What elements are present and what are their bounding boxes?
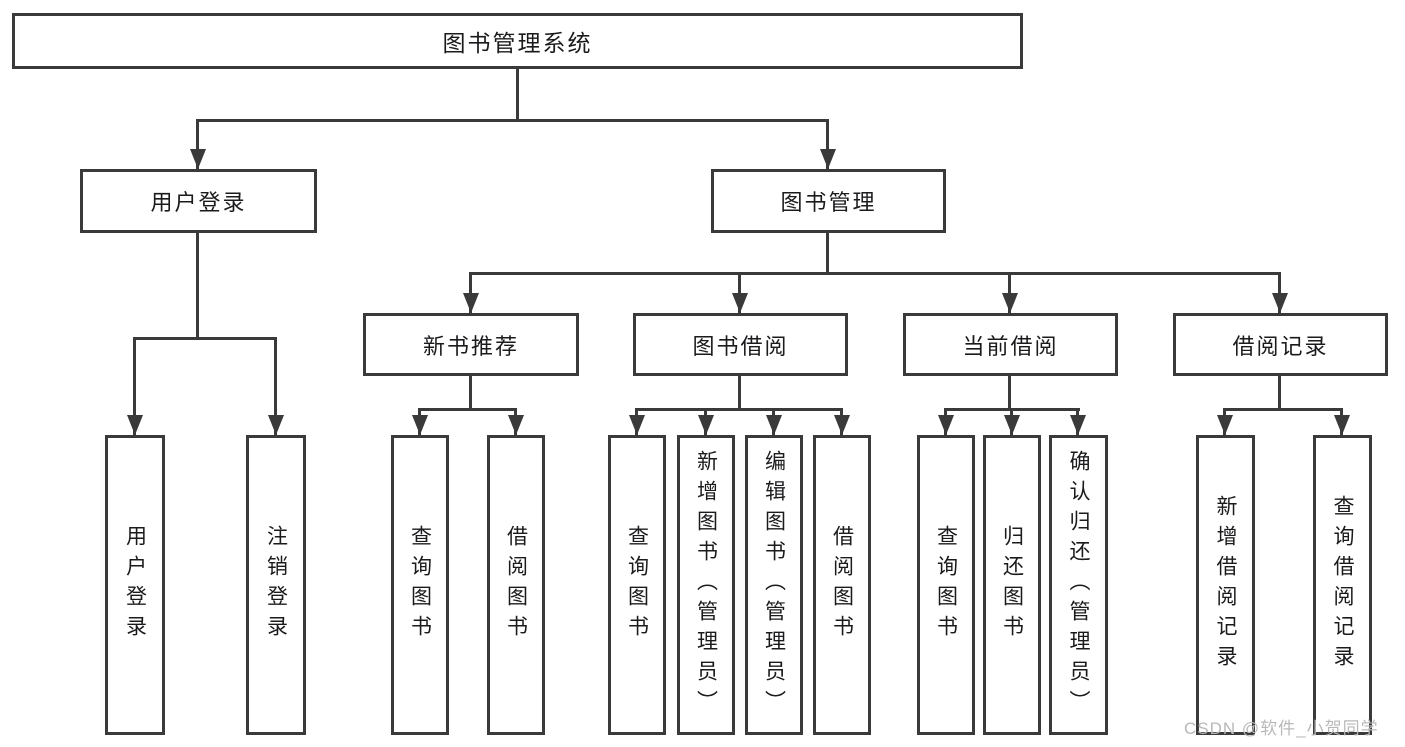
connector-root-hline xyxy=(196,119,829,122)
node-root: 图书管理系统 xyxy=(12,13,1023,69)
connector-to-current-borrow-arrow xyxy=(1002,293,1018,313)
connector-to-leaf-user-login xyxy=(133,337,136,435)
node-book-borrow: 图书借阅 xyxy=(633,313,848,376)
leaf-cb-query-book: 查询图书 xyxy=(917,435,975,735)
connector-to-leaf-logout-arrow xyxy=(268,415,284,435)
watermark: CSDN @软件_小贺同学 xyxy=(1184,719,1379,738)
connector-to-book-borrow xyxy=(738,272,741,313)
connector-root-to-book-management-arrow xyxy=(820,149,836,169)
connector-to-leaf-logout xyxy=(274,337,277,435)
leaf-bb-query-book: 查询图书 xyxy=(608,435,666,735)
connector-borrow-records-hline xyxy=(1223,408,1343,411)
leaf-bb-edit-book-admin: 编辑图书（管理员） xyxy=(745,435,803,735)
connector-bb-borrow-arrow xyxy=(834,415,850,435)
connector-user-login-hline xyxy=(133,337,277,340)
node-book-management: 图书管理 xyxy=(711,169,946,233)
connector-cb-confirm-arrow xyxy=(1070,415,1086,435)
connector-book-borrow-stem xyxy=(738,376,741,408)
connector-to-borrow-records-arrow xyxy=(1272,293,1288,313)
connector-new-book-recommend-hline xyxy=(419,408,517,411)
connector-user-login-stem xyxy=(196,233,199,337)
leaf-cb-confirm-return-admin: 确认归还（管理员） xyxy=(1049,435,1108,735)
connector-to-new-book-recommend xyxy=(469,272,472,313)
node-user-login: 用户登录 xyxy=(80,169,317,233)
leaf-user-login: 用户登录 xyxy=(105,435,165,735)
connector-cb-query-arrow xyxy=(938,415,954,435)
connector-book-management-hline xyxy=(469,272,1281,275)
connector-book-management-stem xyxy=(826,233,829,272)
connector-to-new-book-recommend-arrow xyxy=(463,293,479,313)
connector-nb-borrow-arrow xyxy=(508,415,524,435)
leaf-nb-query-book: 查询图书 xyxy=(391,435,449,735)
connector-root-to-user-login-arrow xyxy=(190,149,206,169)
node-current-borrow: 当前借阅 xyxy=(903,313,1118,376)
connector-bb-add-arrow xyxy=(698,415,714,435)
connector-br-query-arrow xyxy=(1334,415,1350,435)
connector-root-to-user-login xyxy=(196,119,199,169)
leaf-nb-borrow-book: 借阅图书 xyxy=(487,435,545,735)
leaf-bb-add-book-admin: 新增图书（管理员） xyxy=(677,435,735,735)
connector-bb-query-arrow xyxy=(629,415,645,435)
connector-current-borrow-stem xyxy=(1008,376,1011,408)
leaf-logout: 注销登录 xyxy=(246,435,306,735)
leaf-br-add-record: 新增借阅记录 xyxy=(1196,435,1255,735)
connector-nb-query-arrow xyxy=(412,415,428,435)
connector-to-leaf-user-login-arrow xyxy=(127,415,143,435)
connector-root-to-book-management xyxy=(826,119,829,169)
leaf-br-query-record: 查询借阅记录 xyxy=(1313,435,1372,735)
node-new-book-recommend: 新书推荐 xyxy=(363,313,579,376)
connector-book-borrow-hline xyxy=(635,408,843,411)
connector-cb-return-arrow xyxy=(1004,415,1020,435)
connector-bb-edit-arrow xyxy=(766,415,782,435)
leaf-bb-borrow-book: 借阅图书 xyxy=(813,435,871,735)
leaf-cb-return-book: 归还图书 xyxy=(983,435,1041,735)
connector-new-book-recommend-stem xyxy=(469,376,472,408)
connector-to-current-borrow xyxy=(1008,272,1011,313)
connector-to-book-borrow-arrow xyxy=(732,293,748,313)
connector-to-borrow-records xyxy=(1278,272,1281,313)
connector-borrow-records-stem xyxy=(1278,376,1281,408)
connector-br-add-arrow xyxy=(1217,415,1233,435)
node-borrow-records: 借阅记录 xyxy=(1173,313,1388,376)
connector-root-stem xyxy=(516,69,519,119)
